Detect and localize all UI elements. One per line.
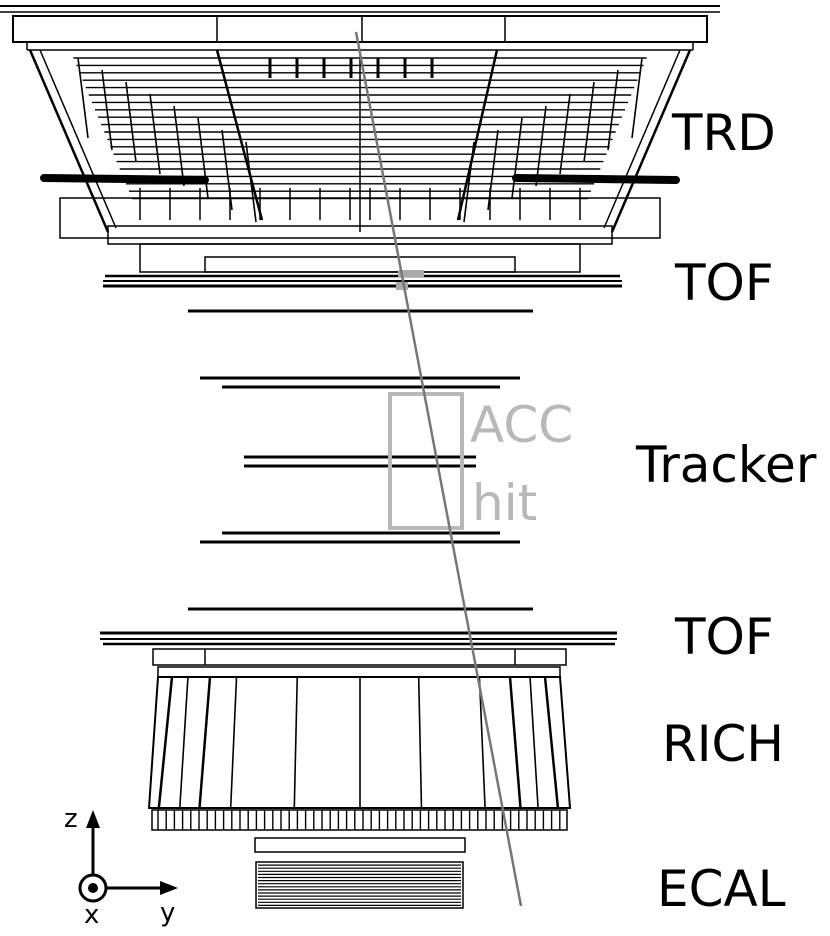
- trd-step-right: [463, 141, 475, 223]
- rich-panel-edge: [529, 676, 539, 809]
- trd-step-left: [125, 81, 137, 163]
- rich-panel-strut: [543, 676, 560, 809]
- trd-step-right: [511, 117, 523, 199]
- acc-label-line2: hit: [472, 474, 538, 532]
- trd-layers: [73, 57, 647, 223]
- particle-track: [354, 31, 523, 907]
- ecal-layers: [258, 864, 461, 907]
- upper-tof-planes: [103, 274, 622, 288]
- label-tof-lower: TOF: [675, 608, 774, 666]
- label-trd: TRD: [672, 104, 776, 162]
- trd-step-right: [535, 105, 547, 187]
- rich-panels: [157, 676, 560, 809]
- acc-hit-box: [388, 392, 464, 530]
- lower-tof-planes: [100, 631, 617, 646]
- trd-step-left: [173, 105, 185, 187]
- rich-panel-strut: [157, 676, 174, 809]
- trd-structure: [0, 5, 720, 273]
- rich-panel-edge: [478, 676, 486, 809]
- trd-step-left: [101, 69, 113, 151]
- rich-panel-edge: [179, 676, 189, 809]
- rich-panel-strut: [508, 676, 522, 809]
- rich-panel-edge: [229, 676, 238, 809]
- trd-step-right: [607, 69, 619, 151]
- rich-panel-edge: [417, 676, 423, 809]
- trd-step-left: [245, 141, 257, 223]
- label-rich: RICH: [662, 715, 784, 773]
- axis-label-y: y: [160, 898, 176, 928]
- label-tracker: Tracker: [636, 436, 817, 494]
- z-arrow: [86, 810, 100, 828]
- rich-structure: [147, 648, 572, 853]
- rich-pmt-cells: [157, 810, 561, 830]
- trd-step-right: [583, 81, 595, 163]
- trd-step-left: [197, 117, 209, 199]
- rich-panel-edge: [293, 676, 299, 809]
- axis-label-z: z: [64, 804, 78, 834]
- tof-hit-upper: [398, 270, 424, 277]
- trd-step-left: [149, 93, 161, 175]
- trd-step-right: [559, 93, 571, 175]
- label-tof-upper: TOF: [675, 254, 774, 312]
- trd-step-right: [631, 57, 643, 139]
- y-arrow: [160, 881, 178, 895]
- axis-label-x: x: [84, 900, 100, 930]
- tracker-planes: [188, 309, 533, 611]
- rich-pmt-plane: [151, 809, 568, 831]
- trd-step-left: [77, 57, 89, 139]
- acc-label-line1: ACC: [470, 396, 574, 454]
- x-axis-dot: [88, 883, 98, 893]
- label-ecal: ECAL: [657, 860, 786, 918]
- coordinate-axes: [78, 810, 178, 903]
- rich-panel-strut: [198, 676, 212, 809]
- tof-hit-lower: [396, 282, 408, 290]
- ecal-block: [255, 861, 464, 909]
